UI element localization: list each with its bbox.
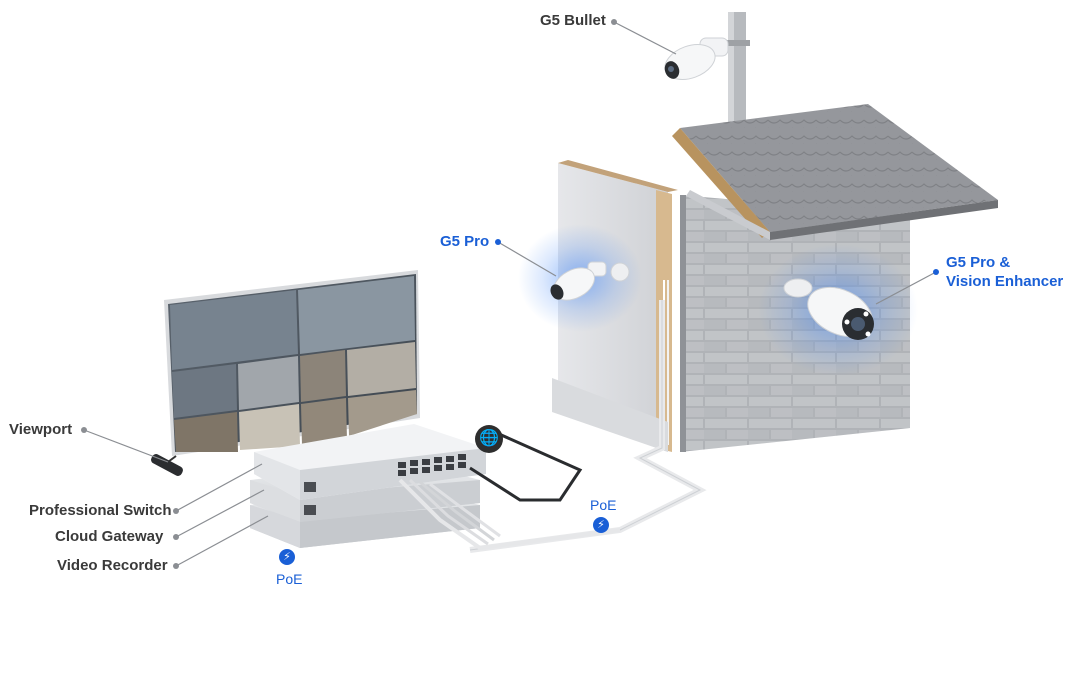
globe-icon: 🌐 (475, 425, 503, 453)
g5-bullet-camera (664, 37, 729, 80)
ethernet-cables (398, 428, 621, 551)
leader-dots (81, 19, 939, 569)
g5-pro-vision-enhancer-camera (758, 244, 918, 376)
pole (724, 12, 750, 122)
lightning-icon: ⚡ (593, 517, 609, 533)
g5-pro-camera (518, 224, 642, 332)
viewport-device (151, 454, 183, 476)
label-g5-pro-vision-enhancer: G5 Pro & Vision Enhancer (946, 254, 1063, 292)
label-viewport: Viewport (9, 421, 73, 438)
label-g5-pro-ve-line2: Vision Enhancer (946, 272, 1064, 290)
monitor (164, 270, 420, 456)
poe-label-left: PoE (276, 571, 303, 587)
poe-label-right: PoE (590, 497, 617, 513)
label-video-recorder: Video Recorder (57, 557, 168, 574)
house-roof (672, 104, 998, 240)
label-professional-switch: Professional Switch (29, 502, 172, 519)
label-g5-pro-ve-line1: G5 Pro & (946, 254, 1011, 271)
lightning-icon: ⚡ (279, 549, 295, 565)
label-g5-bullet: G5 Bullet (540, 12, 606, 29)
label-g5-pro: G5 Pro (440, 233, 490, 250)
label-cloud-gateway: Cloud Gateway (55, 528, 164, 545)
leader-lines (83, 21, 937, 567)
